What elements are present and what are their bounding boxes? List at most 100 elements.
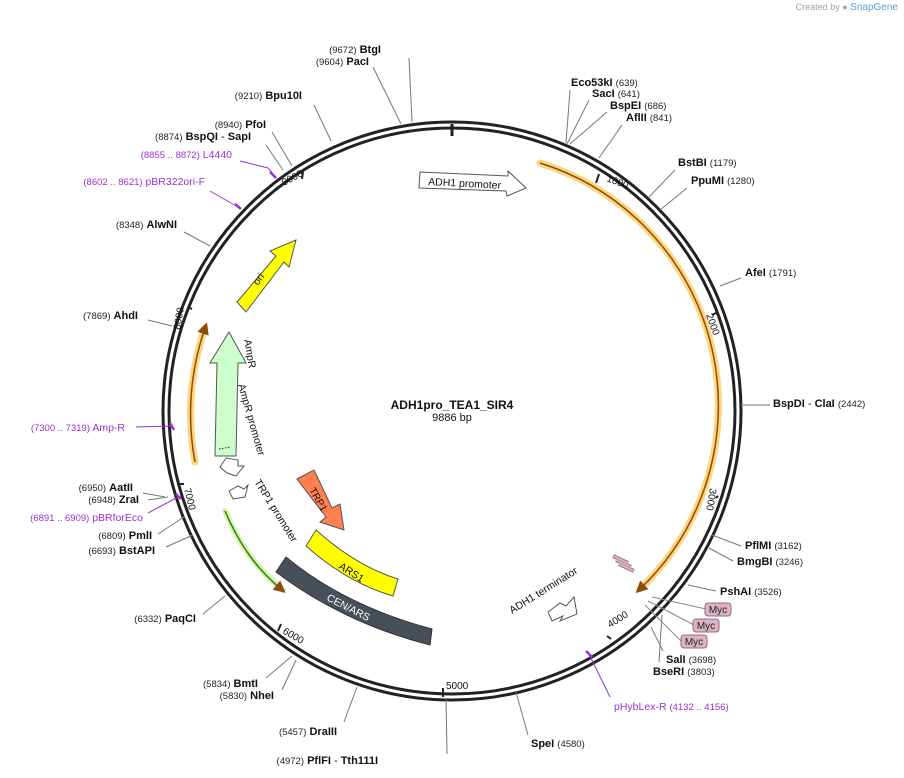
site-name: BmtI [234, 678, 258, 690]
site-name: NheI [250, 690, 274, 702]
green-feature-glow [222, 508, 286, 593]
myc-tag-badge [680, 634, 708, 649]
primer-name: pBR322ori-F [145, 176, 205, 188]
scale-tick-mark [606, 635, 612, 640]
backbone-outer-ring [161, 120, 743, 702]
site-position: (5834) [203, 679, 230, 690]
restriction-site-label: Eco53kI (639) [571, 77, 638, 89]
feature-cen-ars-arrow [275, 556, 433, 646]
site-name: BspEI [610, 100, 641, 112]
restriction-site-label: (5457) DraIII [279, 726, 337, 738]
restriction-site-label: SalI (3698) [666, 654, 716, 666]
scale-tick-label: 8000 [172, 306, 187, 330]
restriction-site-label: (6693) BstAPI [88, 545, 155, 557]
site-position: (7869) [83, 311, 110, 322]
site-name: PacI [346, 56, 369, 68]
restriction-site-label: (8874) BspQI - SapI [155, 131, 251, 143]
restriction-site-label: (8348) AlwNI [116, 219, 177, 231]
primer-leader-line [147, 496, 179, 514]
green-feature-line [224, 510, 286, 593]
primer-binding-mark [585, 650, 593, 658]
site-name: PflFI [307, 755, 331, 767]
feature-ori-arrow [236, 239, 297, 313]
site-name: BspQI [186, 131, 218, 143]
site-position: (4972) [277, 756, 304, 767]
orf-arc-left [189, 322, 209, 463]
site-name: AlwNI [146, 219, 177, 231]
site-leader-line [265, 144, 284, 171]
site-name: PpuMI [691, 175, 724, 187]
primer-name: pHybLex-R [614, 701, 667, 713]
site-leader-line [515, 691, 529, 736]
site-name: AatII [109, 482, 133, 494]
myc-tag-leader-line [651, 596, 707, 610]
site-leader-line [165, 534, 194, 548]
restriction-site-label: (8940) PfoI [215, 119, 266, 131]
scale-tick-mark [301, 171, 304, 180]
site-name: BstAPI [119, 545, 155, 557]
restriction-site-label: AflII (841) [626, 112, 672, 124]
site-position: (6809) [98, 531, 125, 542]
site-position: (3698) [689, 655, 716, 666]
feature-ampr-promoter-arrow [219, 457, 246, 477]
snapgene-watermark: Created by ● SnapGene [796, 2, 898, 13]
feature-adh1-promoter-arrow [418, 169, 527, 197]
site-name: AflII [626, 112, 647, 124]
primer-label: (7300 .. 7319) Amp-R [31, 422, 126, 434]
primer-label: (8602 .. 8621) pBR322ori-F [83, 176, 205, 188]
site-position: (1179) [710, 158, 737, 169]
site-name: BmgBI [737, 556, 772, 568]
primer-binding-mark [168, 422, 176, 431]
scale-tick-mark [277, 623, 282, 632]
site-name: PflMI [745, 540, 771, 552]
feature-ampr-label: AmpR [241, 338, 258, 369]
restriction-site-label: PshAI (3526) [720, 586, 782, 598]
site-name: ZraI [119, 494, 139, 506]
site-position: (8874) [155, 132, 182, 143]
restriction-site-label: BstBI (1179) [678, 157, 737, 169]
site-leader-line [658, 614, 663, 663]
site-leader-line [343, 686, 358, 723]
site-name: PmlI [129, 530, 152, 542]
orf-arc-glow-right [536, 159, 722, 593]
site-name: PaqCI [165, 613, 196, 625]
site-name: PfoI [245, 119, 266, 131]
snapgene-logo-icon: ● [842, 2, 848, 12]
primer-label: pHybLex-R (4132 .. 4156) [614, 701, 729, 713]
primer-name: pBRforEco [92, 512, 143, 524]
site-position: (2442) [838, 399, 865, 410]
restriction-site-label: BmgBI (3246) [737, 556, 803, 568]
feature-trp1-promoter-arrow [228, 483, 249, 500]
myc-tag-label: Myc [685, 637, 703, 648]
site-position: (6948) [88, 495, 115, 506]
site-leader-line [687, 584, 717, 592]
site-position: (5457) [279, 727, 306, 738]
site-position: (5830) [220, 691, 247, 702]
restriction-site-label: (5830) NheI [220, 690, 274, 702]
site-leader-line [281, 659, 297, 691]
site-leader-line [202, 595, 226, 615]
snapgene-brand-name: SnapGene [850, 2, 898, 13]
site-name: AhdI [114, 310, 138, 322]
scale-tick-label: 7000 [181, 487, 197, 512]
site-position: (641) [618, 89, 640, 100]
site-leader-line [147, 319, 173, 327]
restriction-site-label: (6950) AatII [79, 482, 133, 494]
site-position: (1280) [727, 176, 754, 187]
restriction-site-label: SpeI (4580) [531, 738, 585, 750]
site-name: BspDI [773, 398, 805, 410]
primer-label: (8855 .. 8872) L4440 [141, 149, 232, 161]
scale-tick-mark [595, 173, 600, 184]
site-leader-line [408, 57, 413, 123]
site-leader-line [659, 187, 688, 211]
site-position: (9604) [316, 57, 343, 68]
orf-arc-right [539, 162, 720, 594]
feature-trp1-arrow [296, 469, 345, 531]
restriction-site-label: (6948) ZraI [88, 494, 139, 506]
primer-leader-line [588, 653, 611, 698]
site-position: (9672) [329, 45, 356, 56]
scale-tick-label: 3000 [703, 487, 718, 511]
primer-range: (4132 .. 4156) [669, 702, 728, 713]
site-leader-lines [135, 57, 770, 755]
primer-name: L4440 [203, 149, 232, 161]
